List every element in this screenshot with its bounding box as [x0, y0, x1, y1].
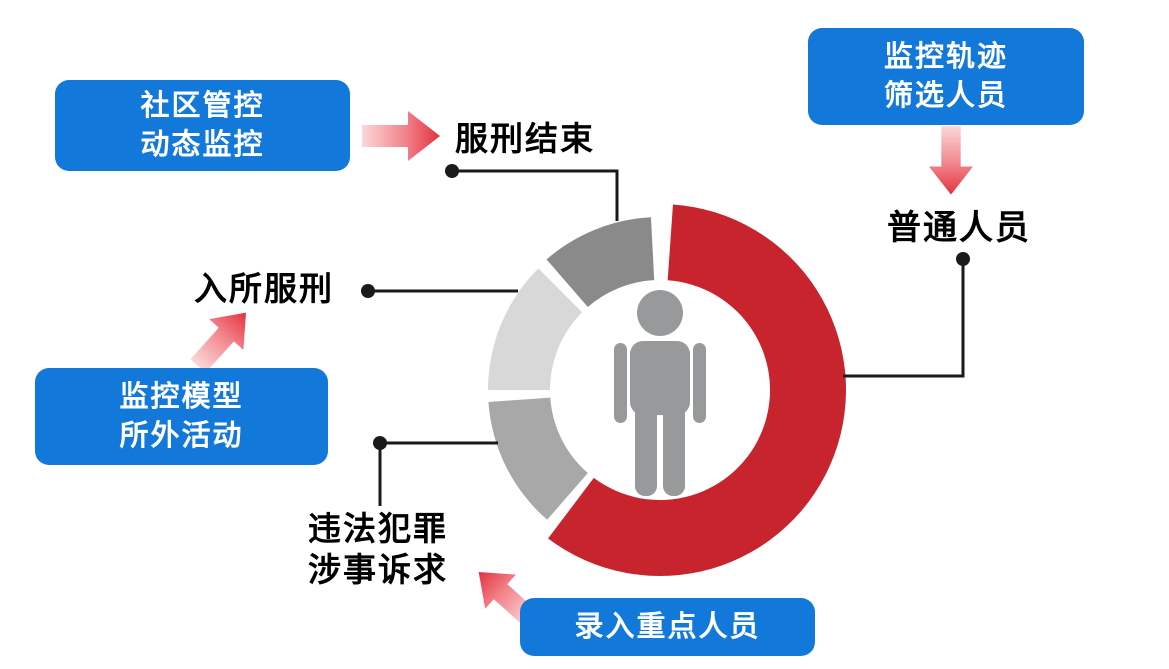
connector-lines: [361, 164, 970, 506]
label-illegal-crime: 违法犯罪 涉事诉求: [308, 508, 448, 591]
connector-ordinary-dot: [956, 252, 970, 266]
box-key-personnel-entry: 录入重点人员: [520, 598, 815, 656]
person-icon: [614, 290, 706, 496]
segment-sentence-end: [546, 217, 655, 307]
connector-illegal: [378, 441, 498, 506]
segment-illegal-crime: [488, 397, 588, 520]
box-monitor-model: 监控模型 所外活动: [35, 368, 328, 465]
label-sentence-end: 服刑结束: [455, 120, 595, 157]
connector-sentence-end: [452, 169, 619, 221]
box-model-line1: 监控模型: [119, 381, 244, 414]
segment-ordinary-personnel: [548, 204, 846, 576]
connector-illegal-dot: [373, 436, 387, 450]
donut-segments: [488, 204, 846, 576]
box-community-line2: 动态监控: [140, 128, 265, 161]
connector-sentence-end-dot: [445, 164, 459, 178]
box-track-line2: 筛选人员: [883, 79, 1008, 112]
label-enter-serve: 入所服刑: [194, 270, 334, 307]
box-community-control: 社区管控 动态监控: [55, 80, 350, 171]
box-track-line1: 监控轨迹: [883, 41, 1008, 74]
segment-enter-serve: [488, 268, 583, 390]
label-ordinary-personnel: 普通人员: [887, 209, 1031, 247]
box-key-line1: 录入重点人员: [574, 610, 761, 643]
arrow-track-to-ordinary: [929, 126, 973, 195]
arrow-model-to-enter-serve: [190, 312, 247, 373]
label-illegal-line1: 违法犯罪: [308, 510, 448, 547]
box-model-line2: 所外活动: [119, 419, 244, 452]
box-monitor-track: 监控轨迹 筛选人员: [808, 28, 1084, 125]
label-illegal-line2: 涉事诉求: [308, 551, 448, 589]
connector-enter-serve-dot: [361, 284, 375, 298]
connector-ordinary: [843, 259, 965, 378]
box-community-line1: 社区管控: [140, 90, 265, 123]
arrow-community-to-sentence-end: [362, 111, 440, 161]
